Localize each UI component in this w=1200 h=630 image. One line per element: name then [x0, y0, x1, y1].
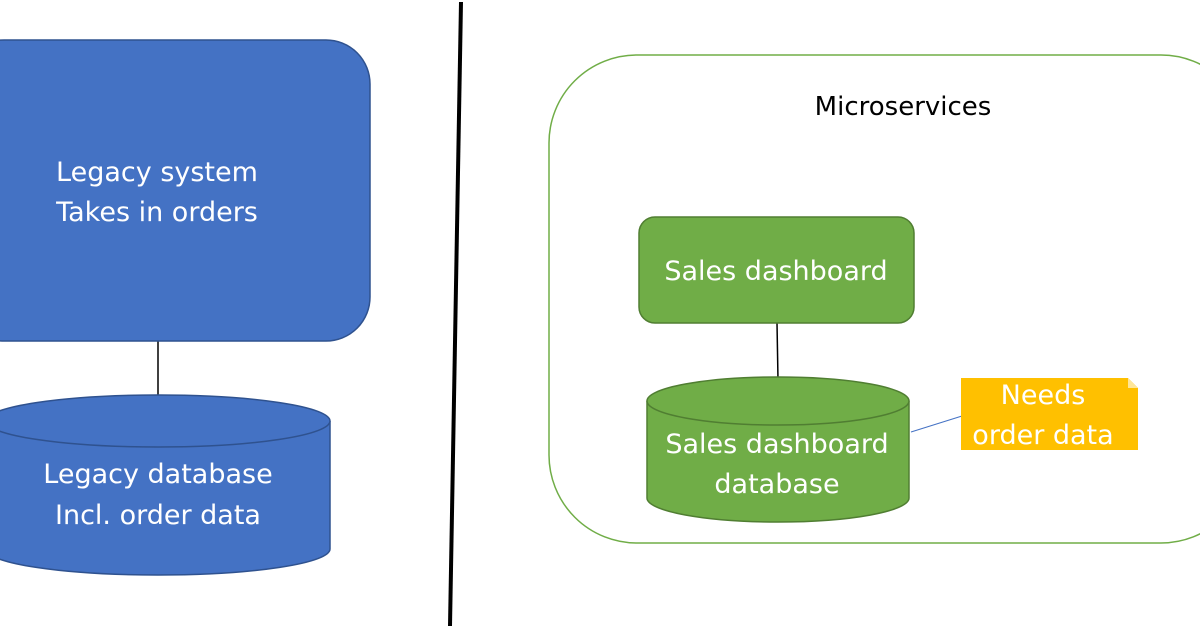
legacy-database-top: [0, 394, 331, 448]
legacy-database-body: [0, 421, 331, 576]
note-shape: [961, 378, 1138, 450]
legacy-database-label-line1: Legacy database: [43, 459, 272, 490]
note-connector-line: [910, 415, 963, 433]
sales-connector-line: [776, 322, 779, 381]
legacy-system-label-line2: Takes in orders: [55, 197, 258, 228]
note-label-line2: order data: [972, 420, 1113, 451]
sales-database-label-line2: database: [714, 469, 839, 500]
section-divider: [448, 1, 463, 627]
legacy-system-label-line1: Legacy system: [56, 157, 258, 188]
note-folded-corner: [1128, 378, 1138, 388]
sales-database-body: [646, 401, 910, 523]
legacy-database-label-line2: Incl. order data: [55, 500, 261, 531]
sales-database-cylinder: Sales dashboard database: [646, 376, 910, 523]
sales-dashboard-shape: [638, 216, 915, 324]
microservices-container: [548, 54, 1200, 544]
microservices-title: Microservices: [815, 92, 992, 122]
sales-dashboard-label: Sales dashboard: [664, 256, 887, 287]
legacy-database-cylinder: Legacy database Incl. order data: [0, 394, 331, 576]
sales-database-top: [646, 376, 910, 426]
legacy-system-box: Legacy system Takes in orders: [0, 39, 371, 342]
legacy-system-shape: [0, 39, 371, 342]
sales-database-label-line1: Sales dashboard: [665, 429, 888, 460]
note-label-line1: Needs: [1001, 380, 1086, 411]
sales-dashboard-box: Sales dashboard: [638, 216, 915, 324]
order-data-note: Needs order data: [961, 378, 1138, 451]
